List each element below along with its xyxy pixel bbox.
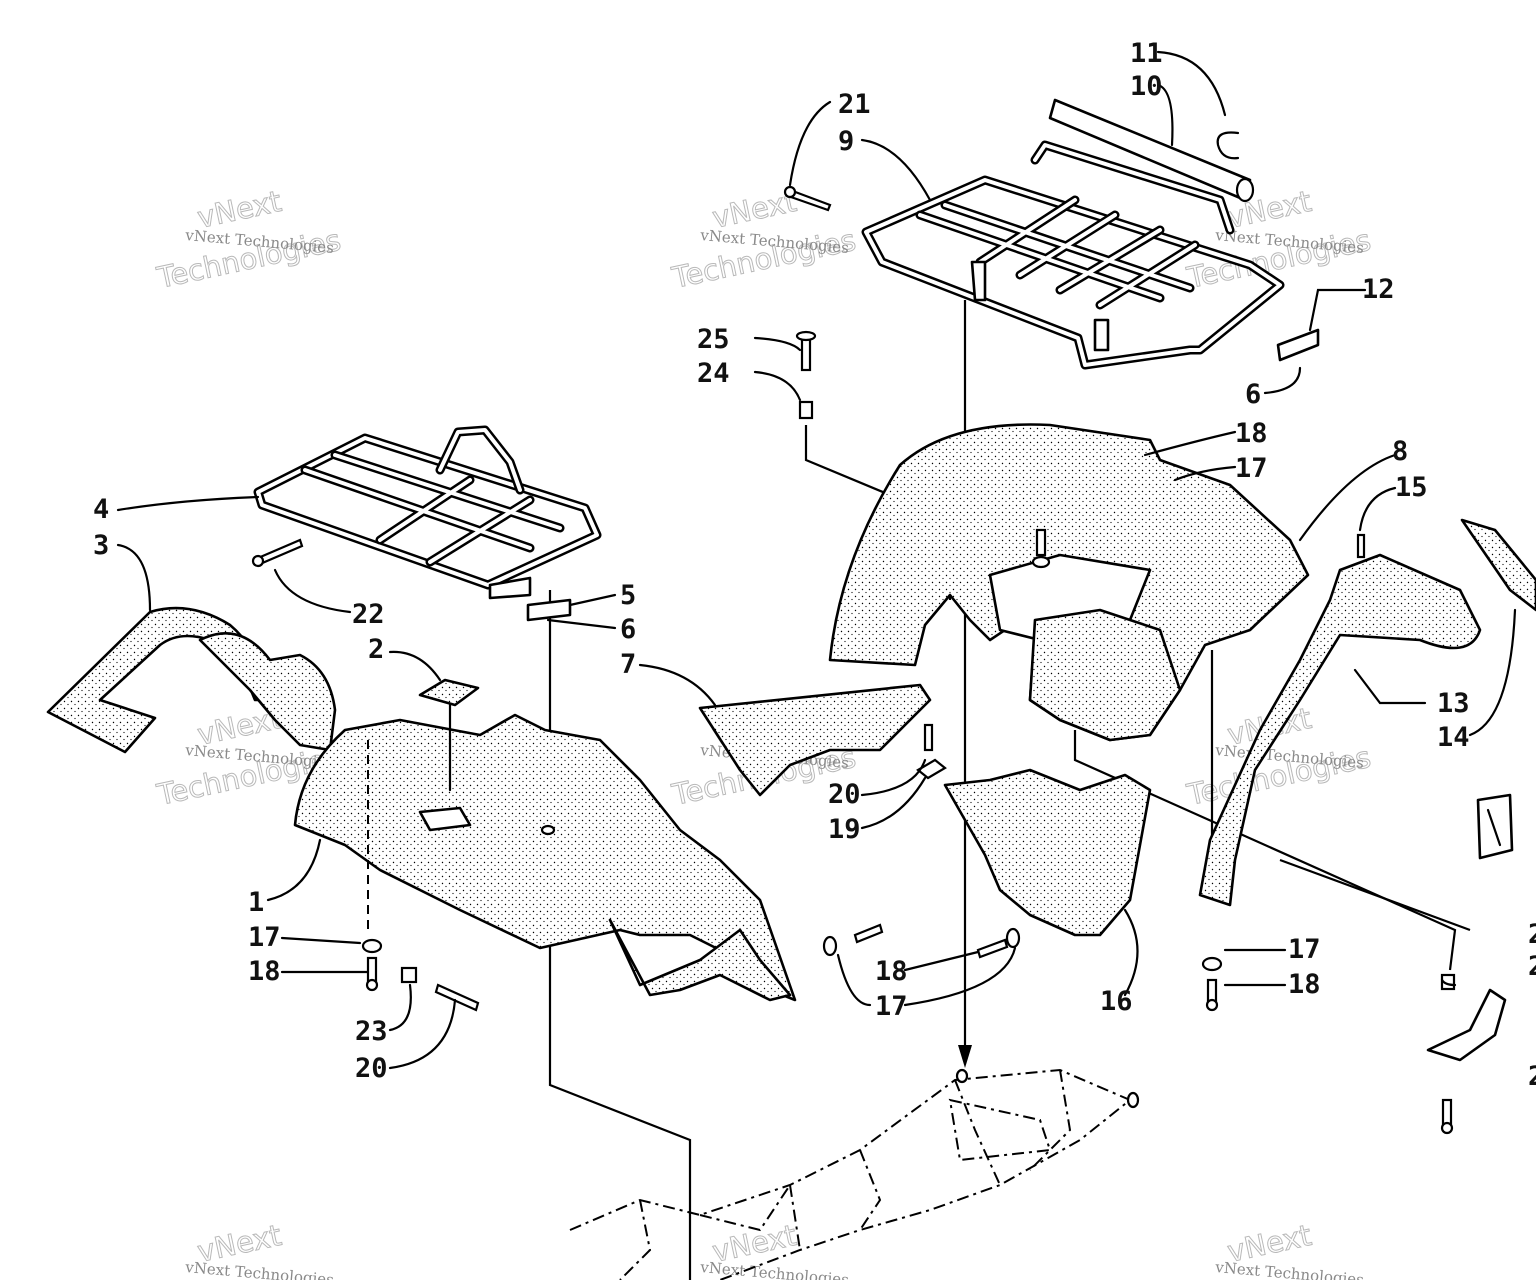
callout-6-right: 6 xyxy=(1245,379,1261,410)
pad-end-cap xyxy=(1235,177,1255,203)
watermark-top-left: vNext Technologies vNext Technologies xyxy=(153,183,344,295)
callout-12: 12 xyxy=(1362,274,1395,305)
bolt-20b xyxy=(923,723,934,752)
callout-17-center: 17 xyxy=(875,991,908,1022)
callout-18-upper: 18 xyxy=(1235,418,1268,449)
callout-labels: 11 10 21 9 12 6 25 24 18 17 8 15 13 14 4… xyxy=(93,38,1536,1092)
watermark-bottom-center: vNext vNext Technologies xyxy=(699,1217,850,1280)
bolt-18d xyxy=(1205,978,1219,1012)
bolt-20a xyxy=(434,983,480,1012)
callout-18-left: 18 xyxy=(248,956,281,987)
callout-11: 11 xyxy=(1130,38,1163,69)
callout-22: 22 xyxy=(352,599,385,630)
callout-2: 2 xyxy=(368,634,384,665)
callout-20-right: 20 xyxy=(828,779,861,810)
callout-3: 3 xyxy=(93,530,109,561)
callout-16: 16 xyxy=(1100,986,1133,1017)
callout-7: 7 xyxy=(620,649,636,680)
callout-8: 8 xyxy=(1392,436,1408,467)
washer-17d xyxy=(1201,956,1223,972)
bolt-lower-right-b xyxy=(1440,1098,1454,1135)
callout-5: 5 xyxy=(620,580,636,611)
callout-17-left: 17 xyxy=(248,922,281,953)
callout-6-left: 6 xyxy=(620,614,636,645)
washer-17c xyxy=(1005,927,1021,949)
leader-lines xyxy=(116,50,1517,1070)
callout-10: 10 xyxy=(1130,71,1163,102)
frame-chassis-illustration xyxy=(569,1068,1140,1280)
part-7-side-panel xyxy=(698,683,932,797)
callout-18-center: 18 xyxy=(875,956,908,987)
part-3-left-fender-flare xyxy=(46,606,337,754)
bolt-18c xyxy=(976,938,1009,959)
arrowhead-icon xyxy=(958,1045,972,1068)
bolt-18a xyxy=(365,956,379,992)
clip-11 xyxy=(1216,131,1240,160)
watermark-bottom-right: vNext vNext Technologies xyxy=(1214,1217,1365,1280)
fastener-15 xyxy=(1356,533,1366,559)
part-8-right-fender xyxy=(828,423,1310,742)
hinge-bracket-part xyxy=(1426,988,1507,1062)
part-12-bracket xyxy=(1276,328,1320,362)
callout-2-edge-c: 2 xyxy=(1528,1061,1536,1092)
clip-19 xyxy=(916,758,947,780)
fender-mount-hole xyxy=(540,824,556,836)
bolt-25 xyxy=(795,330,817,372)
callout-18-right: 18 xyxy=(1288,969,1321,1000)
part-14-side-flap xyxy=(1460,518,1536,612)
callout-4: 4 xyxy=(93,494,109,525)
callout-14: 14 xyxy=(1437,722,1470,753)
watermark-small-line: vNext Technologies xyxy=(699,1258,850,1280)
part-9-front-rack xyxy=(861,140,1285,370)
callout-24: 24 xyxy=(697,358,730,389)
nut-24 xyxy=(798,400,814,420)
callout-25: 25 xyxy=(697,324,730,355)
bolt-upper-17 xyxy=(1031,528,1051,569)
part-4-rear-rack xyxy=(253,425,602,600)
part-16-side-panel xyxy=(943,768,1152,937)
frame-mount-boss xyxy=(1126,1091,1140,1109)
part-10-grab-bar-pad xyxy=(1048,98,1255,203)
part-2-plug xyxy=(418,678,480,792)
part-13-right-fender-flare xyxy=(1198,553,1482,907)
bolt-18b xyxy=(853,923,884,944)
washer-17a xyxy=(361,938,383,954)
callout-2-edge-a: 2 xyxy=(1528,919,1536,950)
washer-17b xyxy=(822,935,838,957)
hardware xyxy=(251,131,1456,1135)
frame-mount-boss xyxy=(955,1068,969,1084)
bolt-21 xyxy=(783,185,832,212)
callout-23: 23 xyxy=(355,1016,388,1047)
nut-23 xyxy=(400,966,418,984)
callout-20-left: 20 xyxy=(355,1053,388,1084)
bolt-22 xyxy=(251,538,304,568)
watermark-top-center: vNext Technologies vNext Technologies xyxy=(668,183,859,295)
part-5-bracket xyxy=(526,598,572,622)
callout-13: 13 xyxy=(1437,688,1470,719)
callout-19: 19 xyxy=(828,814,861,845)
watermark-small-line: vNext Technologies xyxy=(1214,1258,1365,1280)
watermark-bottom-left: vNext vNext Technologies xyxy=(184,1217,335,1280)
callout-2-edge-b: 2 xyxy=(1528,951,1536,982)
callout-17-upper: 17 xyxy=(1235,453,1268,484)
fender-plug-opening xyxy=(418,806,472,832)
watermark-small-line: vNext Technologies xyxy=(184,1258,335,1280)
reflector-part xyxy=(1476,793,1514,860)
callout-15: 15 xyxy=(1395,472,1428,503)
part-1-rear-fender xyxy=(293,713,797,1002)
callout-21: 21 xyxy=(838,89,871,120)
callout-9: 9 xyxy=(838,126,854,157)
callout-17-right: 17 xyxy=(1288,934,1321,965)
callout-1: 1 xyxy=(248,887,264,918)
